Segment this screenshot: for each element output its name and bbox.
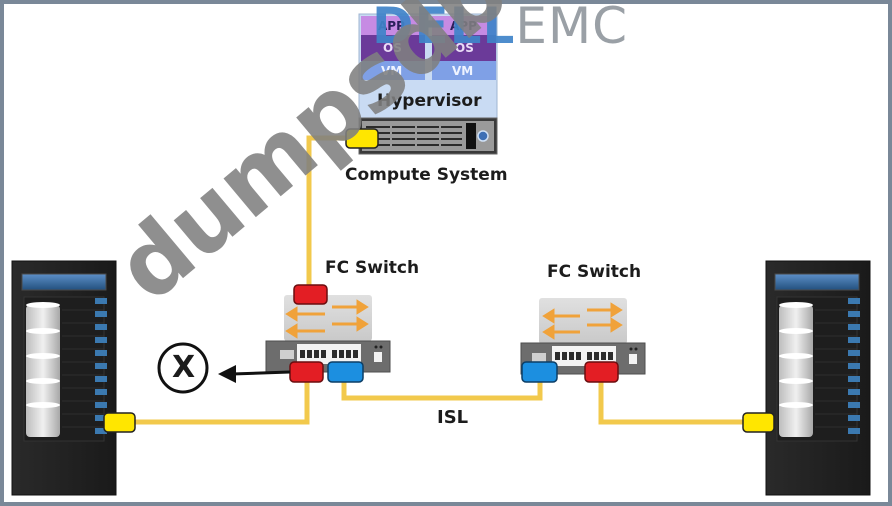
f-port-bottom[interactable]: [289, 361, 324, 383]
drive-leds: [848, 298, 860, 434]
fc-switch-2-label: FC Switch: [547, 262, 642, 282]
logo-emc-text: EMC: [515, 0, 629, 55]
arrow-head-icon: [218, 365, 236, 383]
vm-2-os-label: OS: [455, 41, 474, 55]
vm-1-os-label: OS: [383, 41, 402, 55]
server-chassis: [358, 117, 498, 155]
fc-switch-1-label: FC Switch: [325, 258, 420, 278]
compute-system[interactable]: [345, 13, 498, 155]
hba-port[interactable]: [345, 128, 379, 149]
cable-isl[interactable]: [341, 378, 543, 401]
dell-emc-logo: DELLEMC: [372, 0, 628, 52]
f-port[interactable]: [584, 361, 619, 383]
cable-compute-to-switch1[interactable]: [306, 135, 358, 292]
fc-switch-2[interactable]: [520, 298, 646, 383]
e-port[interactable]: [327, 361, 364, 383]
logo-dell-text: DELL: [372, 0, 516, 55]
vm-2-vm-label: VM: [452, 64, 474, 78]
switch-arrows-icon: [542, 302, 623, 340]
power-button-icon: [477, 130, 489, 142]
storage-system-right[interactable]: [742, 260, 871, 496]
failure-marker-label: X: [172, 350, 196, 385]
storage-system-left[interactable]: [11, 260, 136, 496]
disk-stack-icon: [779, 302, 813, 437]
fc-switch-1[interactable]: [265, 284, 391, 383]
vm-1-app-label: APP: [378, 19, 405, 33]
storage-port[interactable]: [742, 412, 775, 433]
storage-port[interactable]: [103, 412, 136, 433]
vm-1-vm-label: VM: [381, 64, 403, 78]
disk-stack-icon: [26, 302, 60, 437]
vm-2[interactable]: [432, 16, 496, 80]
compute-system-label: Compute System: [345, 165, 508, 185]
f-port-top[interactable]: [293, 284, 328, 305]
failure-indicator[interactable]: [157, 342, 291, 394]
isl-label: ISL: [437, 407, 469, 428]
fc-cables: [130, 135, 752, 425]
vm-1[interactable]: [361, 16, 425, 80]
switch-arrows-icon: [285, 299, 369, 339]
vm-2-app-label: APP: [450, 19, 477, 33]
e-port[interactable]: [521, 361, 558, 383]
cable-switch2-to-storage-right[interactable]: [598, 380, 752, 425]
drive-leds: [95, 298, 107, 434]
hypervisor-label: Hypervisor: [377, 91, 482, 111]
failure-arrow: [231, 370, 291, 376]
cable-storage-left-to-switch1[interactable]: [130, 376, 310, 425]
